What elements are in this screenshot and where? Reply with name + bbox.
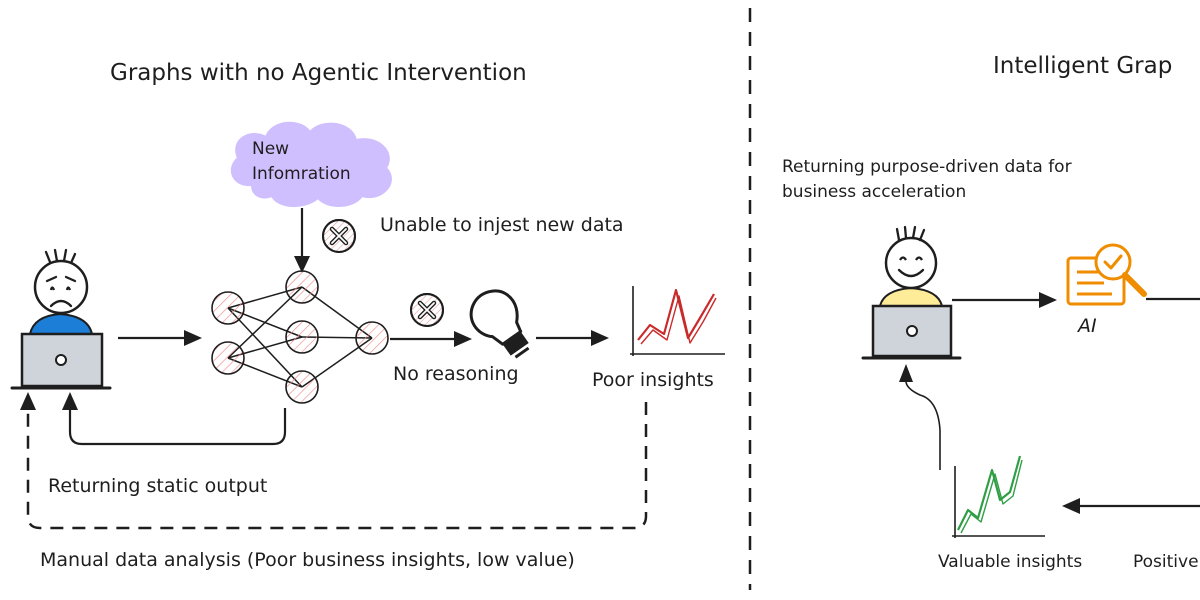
new-information-cloud (230, 121, 392, 207)
happy-user-with-laptop (861, 225, 962, 360)
arrow-to-valuable-insights (1062, 498, 1200, 514)
neural-network (211, 270, 389, 404)
purpose-line-1: Returning purpose-driven data for (782, 157, 1072, 177)
purpose-line-2: business acceleration (782, 181, 967, 202)
static-output-feedback-arrow (62, 392, 287, 446)
arrow-user-to-network (118, 330, 202, 346)
arrow-bulb-to-chart (536, 330, 609, 346)
ai-document-search-icon (1066, 243, 1147, 306)
ai-label: AI (1078, 315, 1097, 337)
arrow-cloud-to-network (294, 208, 310, 273)
cloud-line-1: New (252, 139, 290, 159)
poor-insights-label: Poor insights (592, 369, 714, 391)
right-panel-title: Intelligent Grap (993, 53, 1173, 79)
inject-error-icon (322, 219, 356, 253)
manual-analysis-feedback-arrow (20, 392, 648, 530)
left-panel-title: Graphs with no Agentic Intervention (110, 60, 527, 86)
new-information-label: New Infomration (252, 137, 351, 186)
cloud-line-2: Infomration (252, 163, 351, 184)
no-reasoning-label: No reasoning (393, 363, 519, 385)
arrow-network-to-bulb (390, 331, 472, 347)
arrow-insights-to-user (899, 364, 941, 470)
sad-user-with-laptop (10, 248, 112, 390)
manual-analysis-label: Manual data analysis (Poor business insi… (40, 549, 575, 571)
lightbulb-icon (469, 289, 530, 359)
positive-label: Positive (1133, 552, 1199, 572)
valuable-insights-label: Valuable insights (938, 552, 1083, 572)
reasoning-error-icon (410, 293, 444, 327)
poor-insights-chart (630, 286, 725, 356)
inject-error-label: Unable to injest new data (380, 214, 624, 236)
purpose-driven-label: Returning purpose-driven data for busine… (782, 155, 1072, 204)
static-output-label: Returning static output (48, 475, 268, 497)
arrow-user-to-ai (952, 292, 1057, 308)
valuable-insights-chart (952, 455, 1045, 538)
